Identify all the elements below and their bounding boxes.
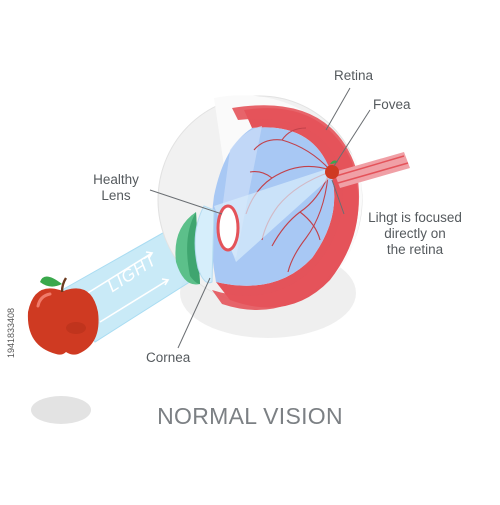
fovea-image (325, 165, 339, 179)
healthy-lens-line1: Healthy (93, 172, 139, 187)
cornea-label: Cornea (146, 350, 191, 365)
fovea-label: Fovea (373, 97, 411, 112)
leader-lines (149, 87, 371, 349)
watermark-id: 1941833408 (6, 307, 16, 358)
healthy-lens-label: Healthy Lens (84, 172, 148, 204)
light-focus-label: Lihgt is focused directly on the retina (350, 210, 480, 258)
light-focus-line2: directly on (384, 226, 446, 241)
page-title: NORMAL VISION (157, 403, 343, 429)
retina-label: Retina (334, 68, 374, 83)
apple-icon (27, 276, 99, 355)
light-focus-line1: Lihgt is focused (368, 210, 462, 225)
optic-nerve-icon (334, 152, 410, 188)
apple-shadow (31, 396, 91, 424)
light-focus-line3: the retina (386, 242, 444, 257)
eye-cross-section-icon (157, 95, 363, 310)
light-arrows (77, 251, 170, 323)
healthy-lens-line2: Lens (101, 188, 131, 203)
